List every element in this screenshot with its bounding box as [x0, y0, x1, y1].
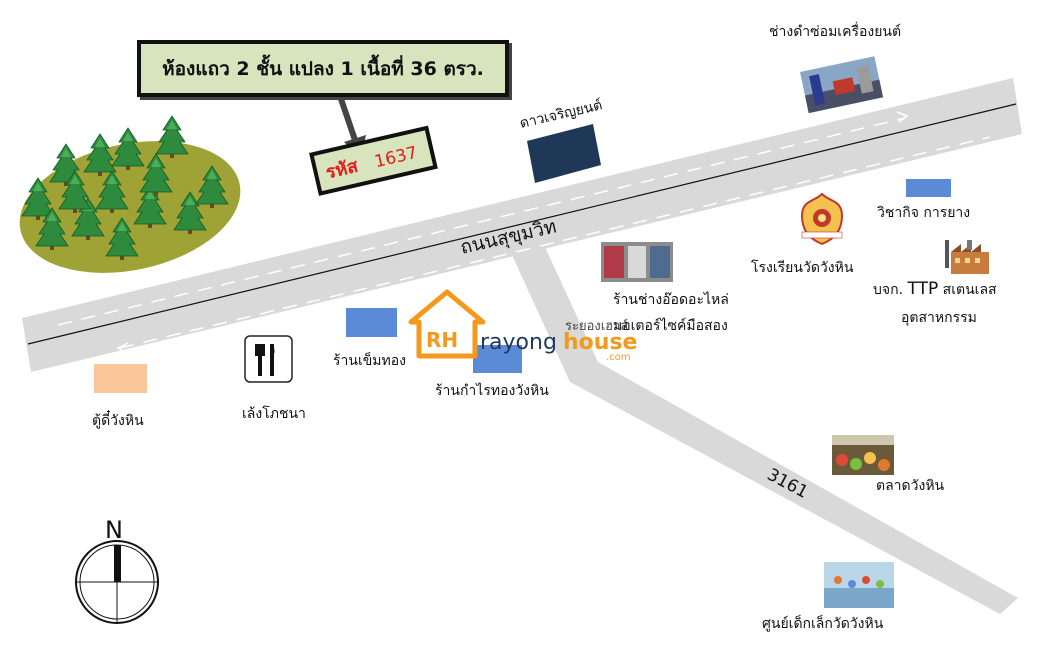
mechanic-photo — [800, 56, 884, 114]
factory-suffix: สเตนเลส — [943, 282, 997, 298]
school-label: โรงเรียนวัดวังหิน — [751, 259, 854, 276]
mechanic-label: ช่างดำซ่อมเครื่องยนต์ — [769, 22, 901, 40]
rayonghouse-logo: RH rayong house .com — [408, 289, 637, 363]
kamrai-marker — [473, 345, 522, 373]
sukhumvit-road — [22, 78, 1022, 372]
vichakit-marker — [906, 179, 951, 197]
parts-shop-photo — [601, 242, 673, 282]
forest-area — [19, 115, 241, 273]
market-label: ตลาดวังหิน — [876, 478, 945, 494]
atm-label: ตู้ดี๋วังหิน — [92, 410, 144, 429]
property-code-box: รหัส 1637 — [309, 125, 438, 196]
vichakit-label: วิชากิจ การยาง — [877, 205, 970, 221]
childcare-label: ศูนย์เด็กเล็กวัดวังหิน — [762, 614, 884, 632]
restaurant-icon — [244, 335, 293, 383]
factory-code: TTP — [906, 279, 938, 299]
khemthong-marker — [346, 308, 397, 337]
school-emblem-icon — [800, 192, 844, 246]
dao-charoen-marker — [527, 124, 601, 183]
title-box: ห้องแถว 2 ชั้น แปลง 1 เนื้อที่ 36 ตรว. — [137, 40, 509, 97]
parts-shop-label-line1: ร้านช่างอ๊อดอะไหล่ — [613, 291, 729, 308]
logo-brand-suffix: house — [563, 330, 637, 355]
logo-brand-prefix: rayong — [480, 330, 557, 355]
factory-prefix: บจก. — [873, 282, 903, 298]
parts-shop-label-line2: มอเตอร์ไซค์มือสอง — [613, 317, 728, 334]
restaurant-label: เล้งโภชนา — [242, 405, 306, 422]
road-3161 — [512, 247, 1018, 614]
logo-domain: .com — [606, 352, 631, 363]
logo-letters: RH — [426, 328, 458, 352]
north-compass-icon: N — [75, 516, 159, 624]
khemthong-label: ร้านเข็มทอง — [333, 351, 406, 369]
childcare-photo — [824, 562, 894, 608]
compass-letter: N — [105, 516, 123, 544]
rayonghouse-partial-label: ระยองเฮาส์ — [565, 318, 628, 334]
market-photo — [832, 435, 894, 475]
kamrai-label: ร้านกำไรทองวังหิน — [435, 382, 549, 399]
factory-label-line2: อุตสาหกรรม — [901, 310, 977, 326]
factory-icon — [945, 240, 989, 274]
factory-label: บจก. TTP สเตนเลส — [873, 279, 997, 299]
atm-marker — [94, 364, 147, 393]
